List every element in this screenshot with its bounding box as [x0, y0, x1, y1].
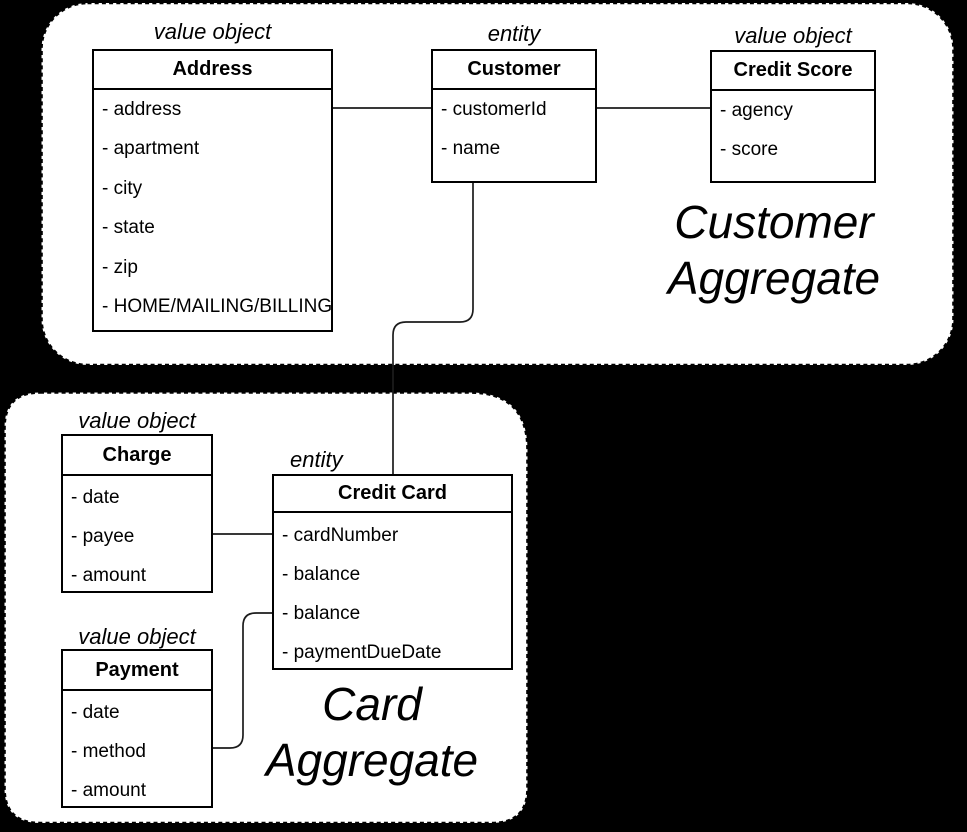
- payment-class-box: Payment - date - method - amount: [61, 649, 213, 808]
- attribute-row: - city: [102, 177, 143, 199]
- creditscore-attribute-list: - agency - score: [712, 91, 874, 170]
- creditcard-class-box: Credit Card - cardNumber - balance - bal…: [272, 474, 513, 670]
- creditcard-class-title: Credit Card: [274, 476, 511, 513]
- creditcard-stereotype-label: entity: [290, 447, 343, 472]
- customer-stereotype-label: entity: [487, 21, 541, 46]
- attribute-row: - state: [102, 217, 155, 239]
- attribute-row: - apartment: [102, 138, 200, 160]
- caption-line: Aggregate: [265, 734, 479, 786]
- customer-class-box: Customer - customerId - name: [431, 49, 597, 183]
- charge-class-box: Charge - date - payee - amount: [61, 434, 213, 593]
- charge-attribute-list: - date - payee - amount: [63, 476, 211, 595]
- attribute-row: - cardNumber: [282, 524, 399, 546]
- caption-line: Aggregate: [667, 252, 881, 304]
- creditscore-class-box: Credit Score - agency - score: [710, 50, 876, 183]
- attribute-row: - balance: [282, 563, 361, 585]
- creditcard-attribute-list: - cardNumber - balance - balance - payme…: [274, 513, 511, 672]
- customer-aggregate-caption: Customer Aggregate: [594, 194, 954, 306]
- address-stereotype-label: value object: [153, 19, 272, 44]
- customer-class-title: Customer: [433, 51, 595, 90]
- card-aggregate-caption: Card Aggregate: [192, 676, 552, 788]
- address-class-title: Address: [94, 51, 331, 90]
- attribute-row: - paymentDueDate: [282, 641, 442, 663]
- address-class-box: Address - address - apartment - city - s…: [92, 49, 333, 332]
- attribute-row: - zip: [102, 256, 138, 278]
- attribute-row: - agency: [720, 99, 793, 121]
- payment-attribute-list: - date - method - amount: [63, 691, 211, 810]
- attribute-row: - customerId: [441, 98, 547, 120]
- attribute-row: - payee: [71, 525, 135, 547]
- attribute-row: - date: [71, 701, 120, 723]
- creditscore-class-title: Credit Score: [712, 52, 874, 91]
- creditscore-stereotype-label: value object: [734, 23, 852, 48]
- caption-line: Customer: [674, 196, 874, 248]
- caption-line: Card: [322, 678, 422, 730]
- connector-customer-creditcard: [392, 183, 474, 474]
- attribute-row: - name: [441, 138, 501, 160]
- payment-class-title: Payment: [63, 651, 211, 691]
- attribute-row: - score: [720, 139, 779, 161]
- attribute-row: - amount: [71, 779, 146, 801]
- charge-class-title: Charge: [63, 436, 211, 476]
- address-attribute-list: - address - apartment - city - state - z…: [94, 90, 333, 327]
- attribute-row: - address: [102, 98, 182, 120]
- attribute-row: - method: [71, 740, 146, 762]
- attribute-row: - amount: [71, 564, 146, 586]
- attribute-row: - date: [71, 486, 120, 508]
- customer-attribute-list: - customerId - name: [433, 90, 595, 169]
- attribute-row: - HOME/MAILING/BILLING: [102, 296, 333, 318]
- attribute-row: - balance: [282, 602, 361, 624]
- connector-payment-creditcard: [213, 612, 272, 749]
- charge-stereotype-label: value object: [78, 408, 196, 433]
- payment-stereotype-label: value object: [78, 624, 196, 649]
